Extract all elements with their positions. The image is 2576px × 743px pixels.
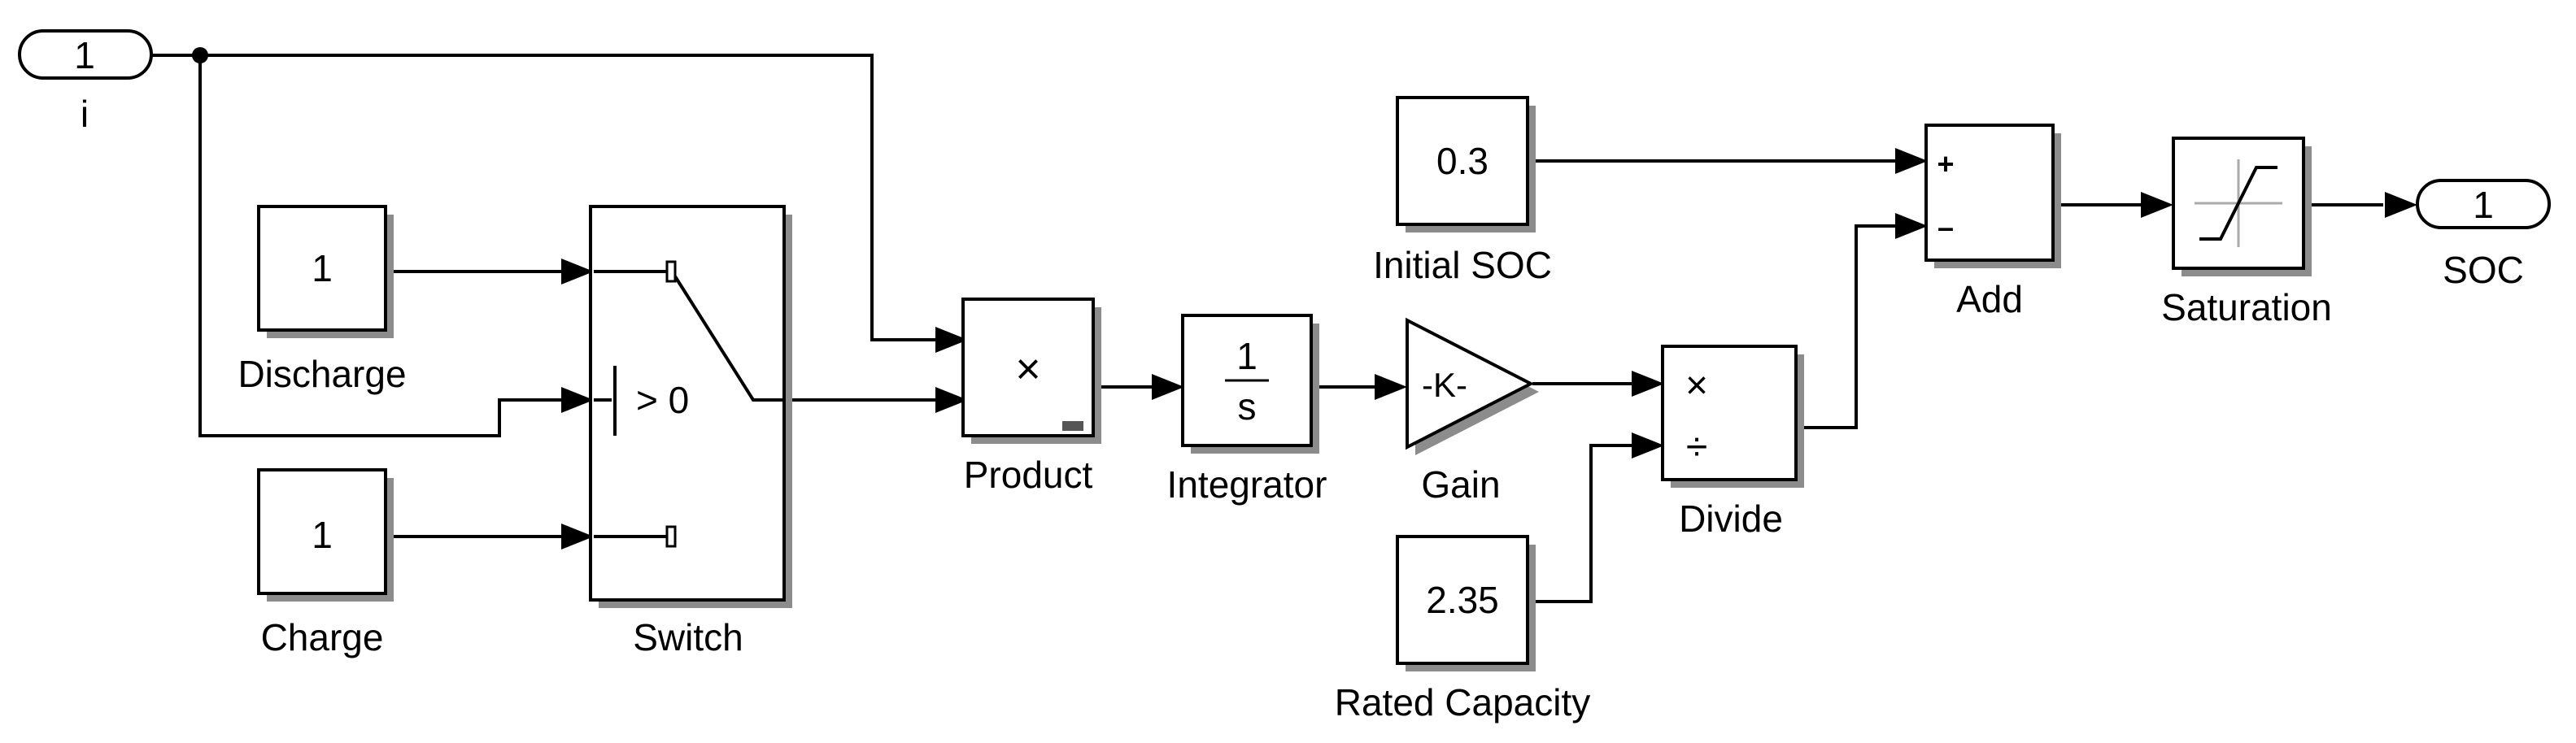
divide-div-symbol: ÷ bbox=[1686, 426, 1707, 469]
discharge-value: 1 bbox=[312, 247, 333, 289]
product-block[interactable]: × Product bbox=[961, 298, 1101, 496]
switch-label: Switch bbox=[633, 616, 743, 658]
product-label: Product bbox=[964, 454, 1093, 496]
switch-block[interactable]: > 0 Switch bbox=[589, 205, 792, 658]
integrator-block[interactable]: 1 s Integrator bbox=[1167, 314, 1327, 506]
saturation-label: Saturation bbox=[2161, 286, 2332, 328]
rated-capacity-value: 2.35 bbox=[1426, 579, 1499, 621]
arrow-outport-in bbox=[2385, 192, 2417, 218]
arrow-gain-in bbox=[1375, 374, 1407, 400]
rated-capacity-label: Rated Capacity bbox=[1335, 681, 1591, 723]
arrow-add-in1 bbox=[1895, 148, 1928, 174]
arrow-integrator-in bbox=[1152, 374, 1184, 400]
wire-i-to-switch-control[interactable] bbox=[198, 55, 561, 437]
switch-criteria: > 0 bbox=[636, 379, 689, 421]
initial-soc-constant-block[interactable]: 0.3 Initial SOC bbox=[1373, 96, 1552, 286]
inport-block[interactable]: 1 i bbox=[18, 29, 153, 135]
arrow-switch-in2 bbox=[561, 387, 594, 413]
wire-capacity-to-divide[interactable] bbox=[1531, 444, 1632, 603]
charge-value: 1 bbox=[312, 514, 333, 556]
discharge-label: Discharge bbox=[238, 353, 406, 395]
arrow-switch-in1 bbox=[561, 259, 594, 285]
charge-constant-block[interactable]: 1 Charge bbox=[257, 468, 394, 658]
arrow-divide-in1 bbox=[1632, 371, 1664, 397]
outport-label: SOC bbox=[2443, 249, 2524, 291]
charge-label: Charge bbox=[261, 616, 384, 658]
rated-capacity-constant-block[interactable]: 2.35 Rated Capacity bbox=[1335, 535, 1591, 723]
initial-soc-value: 0.3 bbox=[1436, 140, 1489, 182]
arrow-divide-in2 bbox=[1632, 432, 1664, 458]
discharge-constant-block[interactable]: 1 Discharge bbox=[238, 205, 407, 395]
divide-block[interactable]: × ÷ Divide bbox=[1661, 345, 1804, 540]
saturation-block[interactable]: Saturation bbox=[2161, 137, 2332, 328]
add-block[interactable]: + – Add bbox=[1924, 124, 2061, 320]
outport-number: 1 bbox=[2473, 184, 2494, 226]
wire-i-to-product[interactable] bbox=[151, 54, 935, 341]
signal-lines bbox=[151, 47, 2383, 603]
integrator-label: Integrator bbox=[1167, 463, 1327, 506]
inport-number: 1 bbox=[74, 34, 95, 76]
arrow-switch-in3 bbox=[561, 524, 594, 550]
add-minus-sign: – bbox=[1937, 211, 1954, 244]
branch-point bbox=[192, 47, 208, 63]
outport-block[interactable]: 1 SOC bbox=[2416, 179, 2551, 291]
initial-soc-label: Initial SOC bbox=[1373, 244, 1552, 286]
arrow-add-in2 bbox=[1895, 213, 1928, 239]
gain-block[interactable]: -K- Gain bbox=[1406, 317, 1539, 506]
arrowheads bbox=[561, 148, 2417, 550]
arrow-product-in2 bbox=[935, 387, 968, 413]
gain-value: -K- bbox=[1422, 366, 1467, 404]
saturation-icon bbox=[2195, 159, 2282, 247]
arrow-product-in1 bbox=[935, 327, 968, 353]
inport-label: i bbox=[81, 93, 89, 135]
add-plus-sign: + bbox=[1937, 147, 1954, 180]
integrator-numerator: 1 bbox=[1236, 335, 1257, 377]
arrow-saturation-in bbox=[2141, 192, 2173, 218]
product-icon bbox=[1062, 421, 1083, 431]
divide-label: Divide bbox=[1679, 498, 1783, 540]
wire-divide-to-add[interactable] bbox=[1799, 224, 1895, 429]
divide-mul-symbol: × bbox=[1685, 364, 1708, 407]
product-symbol: × bbox=[1015, 345, 1041, 393]
gain-label: Gain bbox=[1421, 463, 1500, 506]
integrator-denominator: s bbox=[1238, 385, 1257, 428]
add-label: Add bbox=[1956, 278, 2023, 320]
